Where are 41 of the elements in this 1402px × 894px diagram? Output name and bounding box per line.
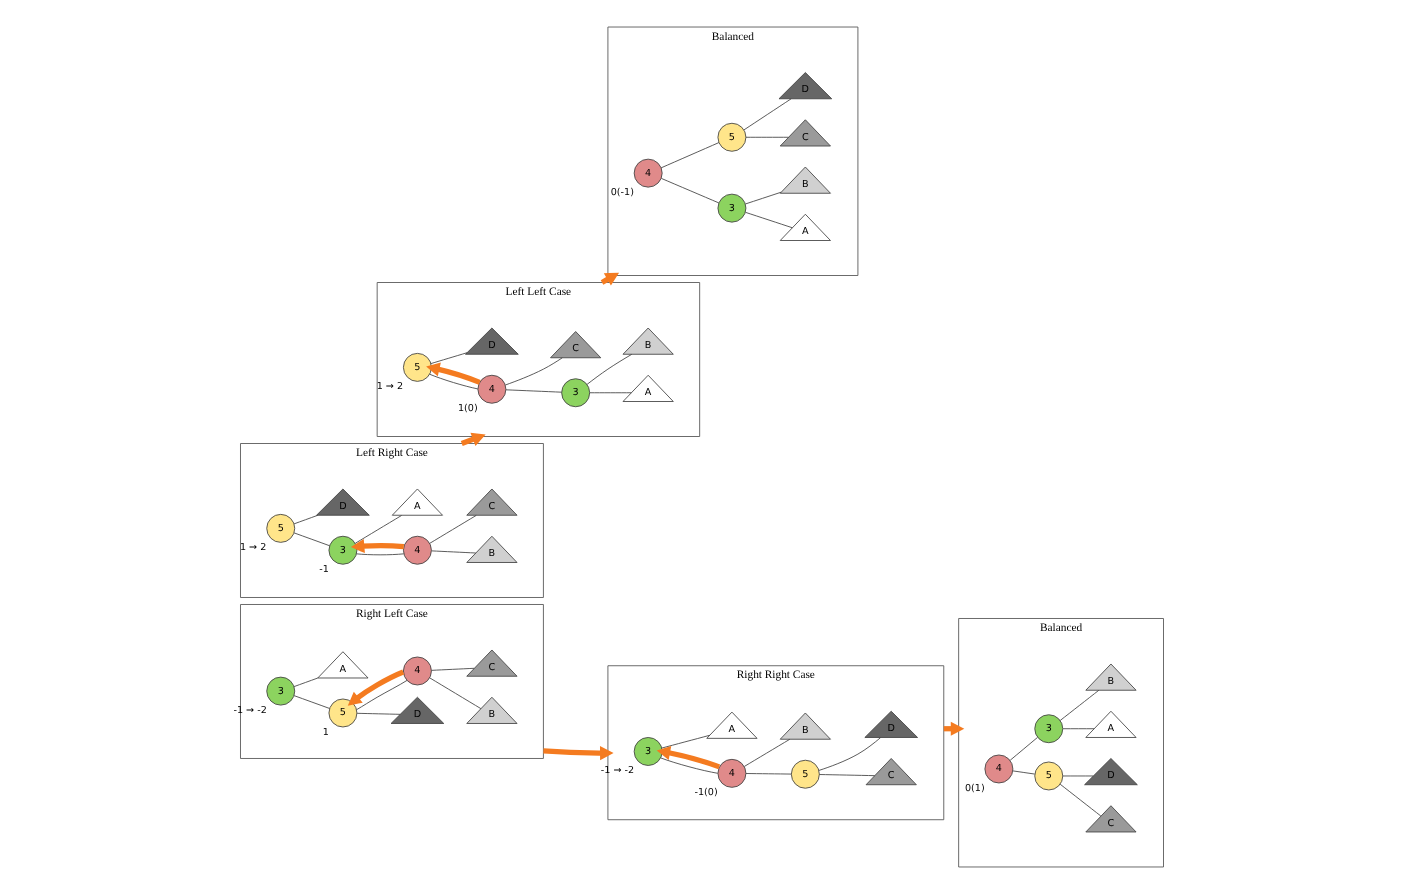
- connector: [744, 211, 792, 229]
- connector: [292, 514, 318, 525]
- connector: [742, 738, 790, 767]
- connector: [659, 757, 718, 774]
- connector: [817, 737, 881, 771]
- connector: [355, 712, 400, 715]
- connector: [428, 677, 481, 710]
- connector: [660, 734, 710, 749]
- connector: [292, 695, 329, 709]
- connector: [744, 191, 781, 205]
- connector: [1008, 737, 1037, 761]
- connector: [744, 136, 788, 138]
- connector: [744, 773, 791, 775]
- connector: [430, 550, 476, 554]
- connector: [429, 352, 467, 364]
- connector: [353, 515, 401, 544]
- connector: [817, 774, 875, 777]
- connector: [355, 553, 404, 556]
- connector: [355, 679, 407, 711]
- connector: [1061, 775, 1093, 777]
- connector: [1058, 783, 1101, 817]
- connector: [504, 389, 562, 393]
- connector: [660, 178, 719, 204]
- connector: [585, 353, 632, 385]
- connector: [659, 142, 719, 169]
- connector: [428, 373, 478, 390]
- connector: [292, 532, 329, 547]
- connector: [742, 98, 791, 131]
- connector: [430, 667, 474, 671]
- connector: [292, 677, 318, 687]
- connector: [588, 392, 631, 394]
- arrow: [346, 669, 404, 706]
- connector: [1061, 728, 1094, 730]
- arrow: [349, 538, 403, 554]
- connector: [504, 357, 562, 386]
- arrow: [542, 745, 613, 761]
- arrow: [425, 362, 480, 385]
- connector: [1011, 770, 1035, 775]
- connector: [428, 514, 476, 544]
- arrow: [655, 745, 720, 770]
- connector: [1058, 689, 1099, 721]
